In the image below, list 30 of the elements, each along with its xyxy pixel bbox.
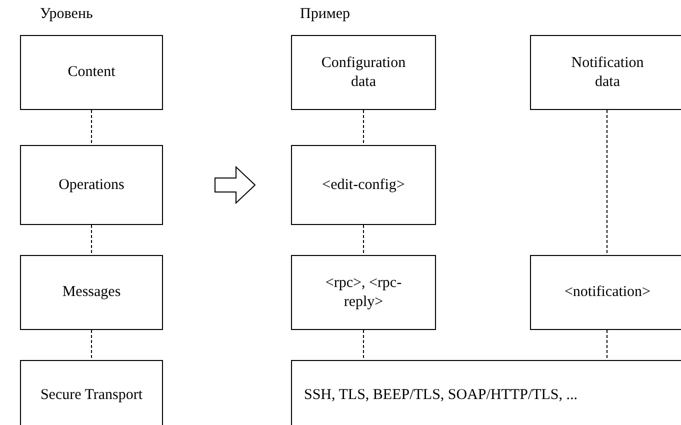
layer-box xyxy=(20,145,163,225)
box-text: Operations xyxy=(58,176,124,194)
column-heading: Пример xyxy=(300,6,350,23)
example-box xyxy=(530,35,681,110)
box-text: Messages xyxy=(62,283,121,302)
box-text: <edit-config> xyxy=(322,176,405,194)
dashed-connector xyxy=(606,330,608,360)
box-text: <rpc>, <rpc-reply> xyxy=(324,274,403,312)
layer-box xyxy=(20,35,163,110)
example-box xyxy=(291,255,436,330)
box-text: Content xyxy=(68,63,116,82)
example-box xyxy=(530,255,681,330)
dashed-connector xyxy=(91,224,92,256)
example-box xyxy=(291,35,436,110)
dashed-connector xyxy=(91,110,92,146)
dashed-connector xyxy=(363,330,364,360)
example-box xyxy=(291,360,681,425)
column-heading: Уровень xyxy=(40,6,93,23)
box-text: Secure Transport xyxy=(40,386,143,405)
box-text: SSH, TLS, BEEP/TLS, SOAP/HTTP/TLS, ... xyxy=(304,386,578,405)
dashed-connector xyxy=(363,110,364,146)
box-text: <notification> xyxy=(564,283,651,302)
example-box xyxy=(291,145,436,225)
box-text: Configuration data xyxy=(320,54,407,92)
box-text: Notification data xyxy=(570,54,645,92)
dashed-connector xyxy=(91,330,92,360)
dashed-connector xyxy=(606,110,608,256)
dashed-connector xyxy=(363,224,364,256)
layer-box xyxy=(20,255,163,330)
layer-box xyxy=(20,360,163,425)
